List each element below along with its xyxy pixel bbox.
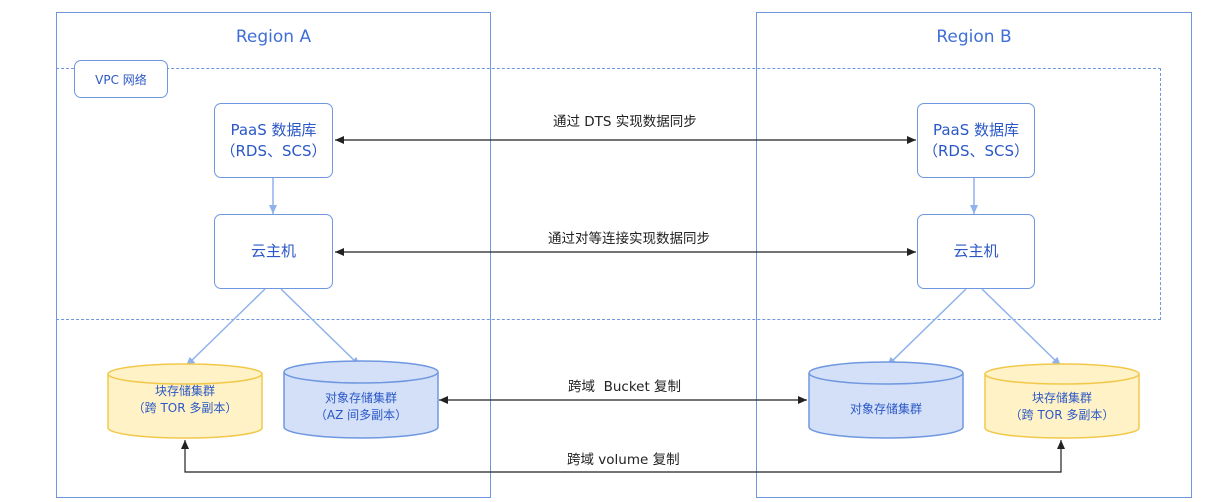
cylinder-a-block (107, 363, 263, 439)
b-block-storage-subtitle: （跨 TOR 多副本） (1009, 408, 1115, 423)
b-cloud-host-node: 云主机 (917, 214, 1035, 289)
a-cloud-host-label: 云主机 (250, 242, 296, 261)
b-cloud-host-label: 云主机 (953, 242, 999, 261)
vpc-network-boundary (56, 68, 1161, 320)
arrow-b-host-to-block (981, 288, 1062, 367)
a-block-storage-label: 块存储集群 （跨 TOR 多副本） (108, 383, 262, 418)
bucket-replication-label: 跨域 Bucket 复制 (568, 379, 682, 395)
arrow-a-host-to-block (185, 288, 266, 367)
b-block-storage-title: 块存储集群 (1031, 391, 1092, 405)
arrow-volume-replication (181, 440, 1065, 473)
a-paas-database-subtitle: （RDS、SCS） (220, 141, 327, 160)
a-paas-database-title: PaaS 数据库 (230, 121, 317, 140)
b-object-storage-title: 对象存储集群 (849, 402, 922, 416)
a-object-storage-subtitle: （AZ 间多副本） (314, 408, 408, 423)
region-a-title: Region A (235, 27, 312, 47)
a-cloud-host-node: 云主机 (214, 214, 333, 289)
b-object-storage-label: 对象存储集群 (809, 401, 963, 418)
vpc-network-label: VPC 网络 (74, 60, 168, 98)
cylinder-a-object (283, 360, 439, 439)
arrow-a-host-to-object (280, 288, 361, 367)
cylinder-b-object (808, 361, 964, 439)
cylinder-b-block (984, 363, 1140, 439)
a-block-storage-title: 块存储集群 (154, 384, 215, 398)
b-paas-database-title: PaaS 数据库 (932, 121, 1020, 140)
b-paas-database-node: PaaS 数据库 （RDS、SCS） (917, 103, 1035, 178)
peer-sync-label: 通过对等连接实现数据同步 (548, 231, 710, 247)
a-block-storage-subtitle: （跨 TOR 多副本） (132, 401, 238, 416)
a-object-storage-title: 对象存储集群 (324, 391, 397, 405)
volume-replication-label: 跨域 volume 复制 (567, 452, 680, 468)
b-paas-database-subtitle: （RDS、SCS） (922, 141, 1029, 160)
b-block-storage-label: 块存储集群 （跨 TOR 多副本） (985, 390, 1139, 425)
region-b-title: Region B (936, 27, 1012, 47)
a-object-storage-label: 对象存储集群 （AZ 间多副本） (284, 390, 438, 425)
dts-sync-label: 通过 DTS 实现数据同步 (553, 114, 697, 130)
a-paas-database-node: PaaS 数据库 （RDS、SCS） (214, 103, 333, 178)
arrow-b-host-to-object (886, 288, 967, 367)
